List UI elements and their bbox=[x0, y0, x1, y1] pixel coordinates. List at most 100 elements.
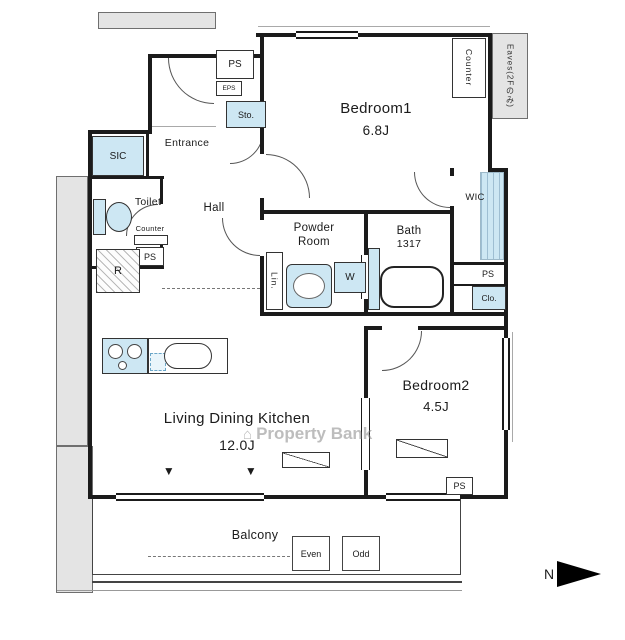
odd-label: Odd bbox=[352, 548, 370, 559]
wall bbox=[260, 210, 454, 214]
bedroom2-label: Bedroom2 bbox=[402, 377, 470, 393]
linen-label: Lin. bbox=[269, 272, 280, 290]
burner bbox=[118, 361, 127, 370]
north-label: N bbox=[544, 566, 555, 582]
linen-box: Lin. bbox=[266, 252, 283, 310]
entrance-label: Entrance bbox=[164, 137, 210, 149]
wall bbox=[260, 256, 264, 316]
odd-box: Odd bbox=[342, 536, 380, 571]
balcony-railing bbox=[57, 590, 462, 591]
eaves-strip: Eaves(2Fのみ) bbox=[492, 33, 528, 119]
refrigerator-space: R bbox=[96, 249, 140, 293]
washer-box: W bbox=[334, 262, 366, 293]
corridor-strip bbox=[98, 12, 216, 29]
washer-label: W bbox=[345, 272, 355, 283]
bath-name: Bath bbox=[396, 225, 422, 237]
watermark: ⌂ Property Bank bbox=[243, 424, 372, 444]
wall bbox=[256, 33, 492, 37]
wall bbox=[148, 54, 264, 58]
even-box: Even bbox=[292, 536, 330, 571]
kitchen-sink bbox=[164, 343, 212, 369]
counter-label: Counter bbox=[464, 49, 474, 87]
counter-box: Counter bbox=[452, 38, 486, 98]
wall bbox=[488, 168, 508, 172]
shutter-box bbox=[282, 452, 330, 468]
door-arc bbox=[266, 154, 310, 198]
powder-line1: Powder bbox=[293, 222, 335, 234]
ps-shaft: PS bbox=[216, 50, 254, 79]
compass: N bbox=[544, 552, 620, 596]
eaves-label: Eaves(2Fのみ) bbox=[505, 44, 515, 108]
sic-label: SIC bbox=[109, 150, 127, 162]
left-shaft bbox=[56, 176, 88, 446]
ps-label: PS bbox=[228, 59, 242, 70]
door-arc bbox=[230, 130, 264, 164]
powder-line2: Room bbox=[298, 236, 330, 249]
wall bbox=[260, 33, 264, 58]
kitchen-stove bbox=[102, 338, 148, 374]
wall bbox=[452, 284, 506, 286]
window bbox=[296, 31, 358, 39]
closet-label: Clo. bbox=[481, 293, 497, 303]
burner bbox=[127, 344, 142, 359]
wall bbox=[148, 54, 152, 134]
wic-stripes bbox=[480, 172, 504, 260]
watermark-icon: ⌂ bbox=[243, 425, 253, 443]
hanging-wall-marker: ▼ bbox=[162, 464, 176, 478]
bottom-left-shaft bbox=[56, 446, 93, 593]
door-arc bbox=[414, 172, 450, 208]
door-arc bbox=[222, 218, 260, 256]
refrigerator-label: R bbox=[114, 265, 122, 277]
north-arrow-icon bbox=[557, 561, 602, 587]
hall-label: Hall bbox=[203, 202, 225, 214]
balcony-railing bbox=[92, 581, 462, 583]
storage-box: Sto. bbox=[226, 101, 266, 128]
ps-label: PS bbox=[481, 269, 494, 279]
bedroom1-area: 6.8J bbox=[362, 123, 390, 138]
wall bbox=[146, 133, 149, 179]
ps-label: PS bbox=[143, 251, 156, 262]
ps-shaft: PS bbox=[472, 264, 504, 284]
toilet-tank bbox=[93, 199, 106, 235]
wall bbox=[418, 326, 508, 330]
eps-label: EPS bbox=[222, 85, 236, 92]
balcony-outline bbox=[92, 499, 461, 575]
ps-label: PS bbox=[453, 481, 466, 491]
window bbox=[386, 493, 460, 501]
wall bbox=[450, 206, 454, 316]
wall bbox=[364, 470, 368, 499]
powder-room-label: Powder Room bbox=[274, 221, 354, 250]
sic-box: SIC bbox=[92, 136, 144, 176]
eave-line bbox=[258, 26, 490, 27]
toilet-counter bbox=[134, 235, 168, 245]
eps-shaft: EPS bbox=[216, 81, 242, 96]
bath-size: 1317 bbox=[396, 238, 422, 251]
bath-label: Bath 1317 bbox=[368, 224, 450, 252]
window bbox=[116, 493, 264, 501]
wall bbox=[260, 312, 508, 316]
shutter-box bbox=[396, 439, 448, 458]
hall-boundary-dashed bbox=[162, 288, 260, 289]
balcony-partition-dashed bbox=[148, 556, 290, 557]
toilet-bowl bbox=[106, 202, 132, 232]
ps-shaft: PS bbox=[446, 477, 473, 495]
ldk-area: 12.0J bbox=[219, 437, 255, 453]
watermark-text: Property Bank bbox=[256, 424, 373, 443]
wall bbox=[88, 130, 152, 134]
balcony-label: Balcony bbox=[231, 528, 279, 542]
wall bbox=[160, 176, 163, 204]
wall bbox=[88, 176, 164, 179]
wall bbox=[488, 33, 492, 172]
ps-shaft: PS bbox=[136, 247, 164, 266]
wall bbox=[450, 262, 508, 265]
closet-box: Clo. bbox=[472, 286, 506, 310]
sliding-door bbox=[361, 398, 370, 470]
wic-label: WIC bbox=[465, 192, 485, 203]
wall bbox=[260, 210, 264, 220]
bedroom2-area: 4.5J bbox=[423, 399, 449, 414]
even-label: Even bbox=[300, 548, 322, 559]
window bbox=[502, 338, 510, 430]
bedroom1-label: Bedroom1 bbox=[340, 100, 412, 117]
bathtub bbox=[380, 266, 444, 308]
